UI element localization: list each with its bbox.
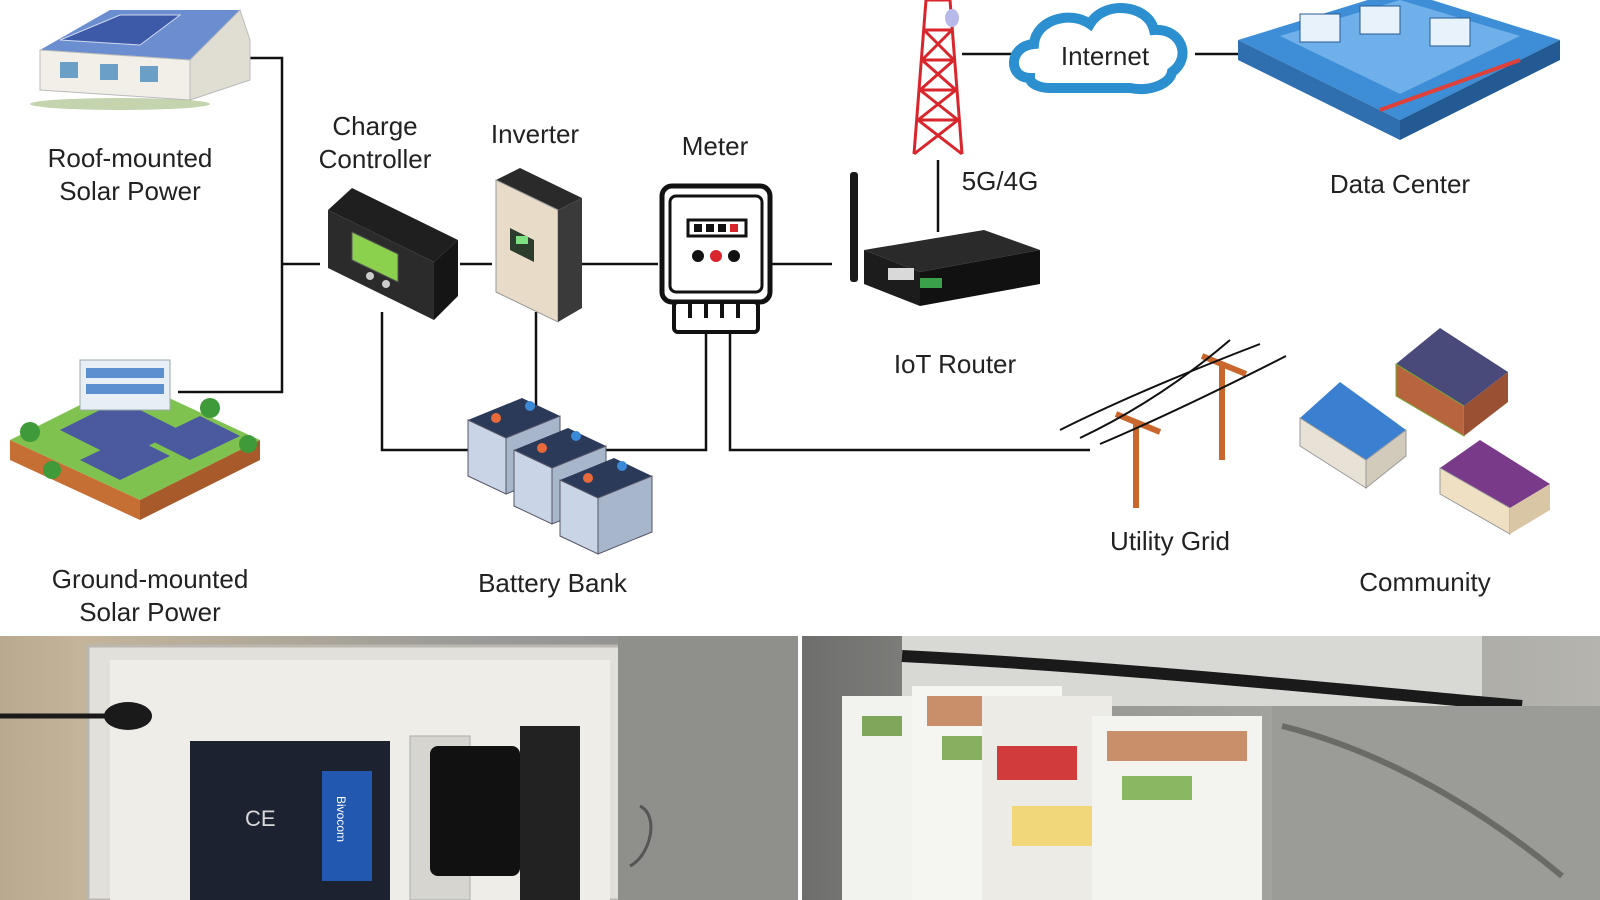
data-center-icon	[1238, 0, 1560, 140]
diagram-canvas	[10, 0, 1560, 555]
ground-solar-farm-icon	[10, 359, 260, 520]
node-label-tower: 5G/4G	[961, 166, 1039, 196]
solar-iot-diagram: Roof-mounted Solar Power Ground-mounted …	[10, 0, 1560, 627]
photo-electricity-meters	[802, 636, 1600, 900]
edge-meter-to-grid	[728, 330, 1090, 452]
photo-router-cabinet: CE Bivocom	[0, 636, 798, 900]
internet-cloud-icon	[1009, 3, 1188, 94]
edge-controller-to-battery	[380, 312, 470, 452]
meter-icon	[659, 183, 773, 334]
ce-mark-text: CE	[245, 806, 276, 831]
node-label-internet: Internet	[1060, 41, 1150, 71]
utility-pole-icon	[1059, 339, 1287, 508]
node-label-data-center: Data Center	[1329, 169, 1471, 199]
charge-controller-icon	[328, 188, 458, 320]
node-label-meter: Meter	[681, 131, 749, 161]
community-houses-icon	[1299, 328, 1550, 535]
router-cabinet-illustration: CE Bivocom	[0, 636, 798, 900]
node-label-battery-bank: Battery Bank	[478, 568, 627, 598]
node-label-iot-router: IoT Router	[893, 349, 1017, 379]
edge-roof-to-controller	[178, 56, 284, 394]
connector-lines	[178, 52, 1238, 452]
node-label-community: Community	[1359, 567, 1491, 597]
node-label-roof-solar: Roof-mounted Solar Power	[47, 143, 213, 206]
node-label-inverter: Inverter	[490, 119, 580, 149]
node-label-ground-solar: Ground-mounted Solar Power	[51, 564, 249, 627]
meters-illustration	[842, 636, 1600, 900]
inverter-icon	[495, 168, 582, 323]
photo-router-brand: Bivocom	[334, 796, 348, 842]
tower-dish-icon	[945, 9, 959, 27]
cell-tower-icon	[912, 0, 964, 156]
node-label-charge-controller: Charge Controller	[318, 111, 432, 174]
node-label-utility-grid: Utility Grid	[1110, 526, 1230, 556]
battery-bank-icon	[467, 398, 653, 555]
roof-solar-house-icon	[30, 9, 251, 110]
installation-photos: CE Bivocom	[0, 636, 1600, 900]
iot-router-icon	[850, 172, 1040, 306]
edge-meter-to-battery	[596, 330, 708, 452]
